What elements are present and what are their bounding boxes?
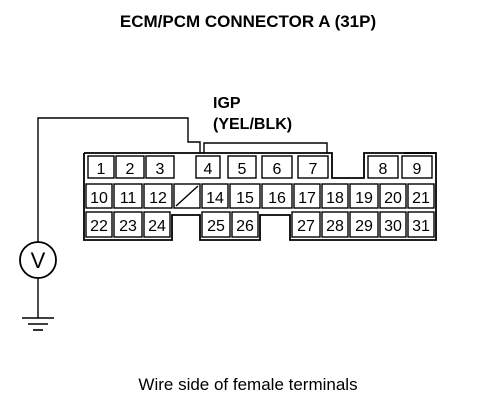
terminal-8-cell[interactable] [367, 155, 399, 179]
terminal-31-cell[interactable] [407, 211, 435, 238]
terminal-31-label: 31 [412, 218, 430, 235]
terminal-28-cell[interactable] [321, 211, 349, 238]
probe-wire [37, 117, 201, 242]
signal-name-label: IGP [213, 95, 241, 112]
terminal-18-label: 18 [326, 190, 344, 207]
terminal-2-label: 2 [126, 161, 135, 178]
terminal-25-label: 25 [207, 218, 225, 235]
connector-outline-base [83, 152, 437, 241]
terminal-24-label: 24 [148, 218, 166, 235]
terminal-1-cell[interactable] [87, 155, 115, 179]
terminal-27-cell[interactable] [291, 211, 321, 238]
terminal-17-label: 17 [298, 190, 316, 207]
terminal-11-label: 11 [120, 190, 137, 207]
terminal-30-cell[interactable] [379, 211, 407, 238]
terminal-29-cell[interactable] [349, 211, 379, 238]
terminal-21-cell[interactable] [407, 183, 435, 209]
terminal-25-cell[interactable] [201, 211, 231, 238]
terminal-9-label: 9 [413, 161, 422, 178]
terminal-5-label: 5 [238, 161, 247, 178]
terminal-28-label: 28 [326, 218, 344, 235]
connector-row-3: 22 23 24 25 26 27 28 29 30 31 [85, 211, 435, 238]
connector-row-1: 1 2 3 4 5 6 7 8 9 [87, 155, 433, 179]
terminal-22-label: 22 [90, 218, 108, 235]
terminal-5-cell[interactable] [227, 155, 257, 179]
wire-color-label: (YEL/BLK) [213, 116, 292, 133]
terminal-20-label: 20 [384, 190, 402, 207]
terminal-6-cell[interactable] [261, 155, 293, 179]
blocked-terminal-slash [175, 185, 199, 207]
terminal-14-label: 14 [206, 190, 224, 207]
terminal-11-cell[interactable] [113, 183, 143, 209]
connector-outline-top [84, 152, 436, 179]
terminal-22-cell[interactable] [85, 211, 113, 238]
terminal-6-label: 6 [273, 161, 282, 178]
terminal-9-cell[interactable] [401, 155, 433, 179]
terminal-12-cell[interactable] [143, 183, 173, 209]
terminal-8-label: 8 [379, 161, 388, 178]
terminal-1-label: 1 [97, 161, 106, 178]
terminal-23-label: 23 [119, 218, 137, 235]
terminal-24-cell[interactable] [143, 211, 171, 238]
terminal-20-cell[interactable] [379, 183, 407, 209]
terminal-26-label: 26 [236, 218, 254, 235]
terminal-bracket [203, 142, 328, 153]
ground-icon [22, 278, 54, 331]
terminal-29-label: 29 [355, 218, 373, 235]
terminal-21-label: 21 [412, 190, 430, 207]
terminal-4-label: 4 [204, 161, 213, 178]
voltmeter-symbol: V [31, 248, 46, 273]
terminal-27-label: 27 [297, 218, 315, 235]
terminal-15-label: 15 [236, 190, 254, 207]
terminal-19-label: 19 [355, 190, 373, 207]
terminal-3-cell[interactable] [145, 155, 175, 179]
terminal-23-cell[interactable] [113, 211, 143, 238]
connector-row-2: 10 11 12 14 15 16 17 18 19 20 21 [85, 183, 435, 209]
terminal-10-label: 10 [90, 190, 108, 207]
terminal-12-label: 12 [149, 190, 167, 207]
terminal-18-cell[interactable] [321, 183, 349, 209]
terminal-16-label: 16 [268, 190, 286, 207]
footer-caption: Wire side of female terminals [138, 375, 357, 394]
terminal-26-cell[interactable] [231, 211, 259, 238]
terminal-2-cell[interactable] [115, 155, 145, 179]
terminal-7-label: 7 [309, 161, 318, 178]
terminal-19-cell[interactable] [349, 183, 379, 209]
diagram-title: ECM/PCM CONNECTOR A (31P) [120, 12, 376, 31]
terminal-15-cell[interactable] [229, 183, 261, 209]
terminal-16-cell[interactable] [261, 183, 293, 209]
terminal-7-cell[interactable] [297, 155, 329, 179]
terminal-14-cell[interactable] [201, 183, 229, 209]
terminal-17-cell[interactable] [293, 183, 321, 209]
terminal-4-cell[interactable] [195, 155, 221, 179]
voltmeter-icon: V [19, 241, 57, 279]
terminal-30-label: 30 [384, 218, 402, 235]
terminal-3-label: 3 [156, 161, 165, 178]
terminal-10-cell[interactable] [85, 183, 113, 209]
